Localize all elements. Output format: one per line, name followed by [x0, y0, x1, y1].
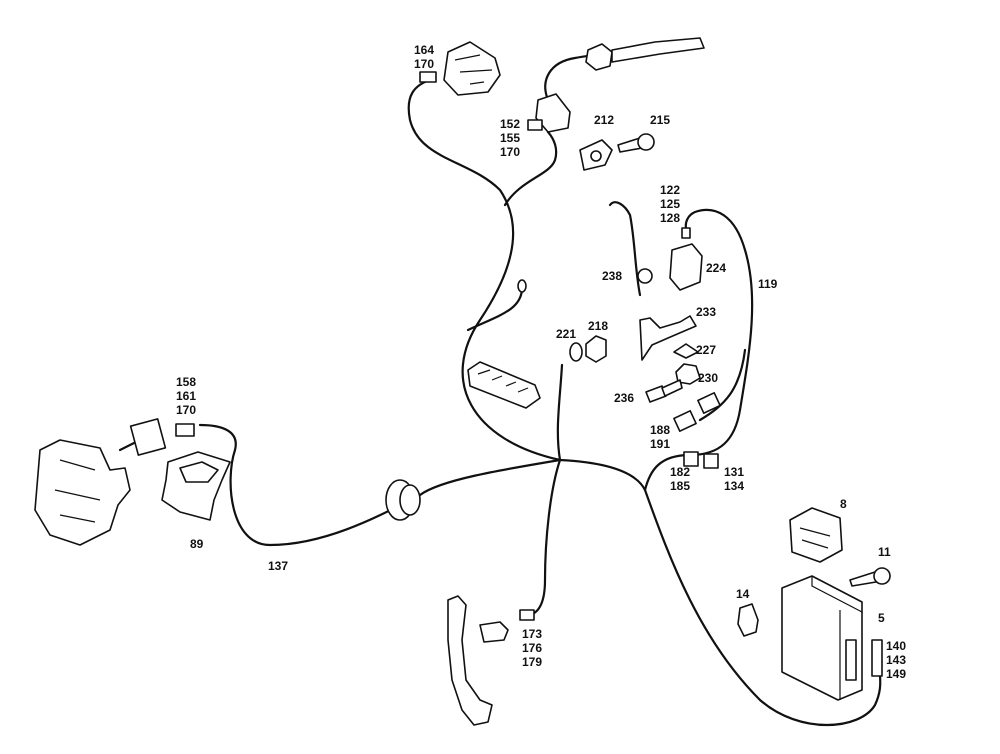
- connector-182: [683, 451, 699, 467]
- callout-173: 173: [522, 627, 542, 641]
- callout-185: 185: [670, 479, 690, 493]
- bracket-212: [579, 139, 613, 171]
- screw-215: [617, 133, 655, 153]
- control-module-5: [781, 575, 883, 701]
- ring-221: [569, 342, 583, 362]
- wire-to-ring-221: [556, 363, 564, 462]
- connector-131: [703, 453, 719, 469]
- callout-14: 14: [736, 587, 750, 601]
- wiring-harness: [198, 50, 882, 727]
- callout-170: 170: [414, 57, 434, 71]
- screw-11: [849, 567, 891, 587]
- callout-188: 188: [650, 423, 670, 437]
- callout-164: 164: [414, 43, 434, 57]
- nut-227: [673, 343, 699, 359]
- bolt-236: [645, 379, 683, 403]
- callout-179: 179: [522, 655, 542, 669]
- callout-170: 170: [176, 403, 196, 417]
- callout-230: 230: [698, 371, 718, 385]
- connector-188-b: [697, 392, 721, 414]
- wire-137: [198, 423, 562, 547]
- callout-182: 182: [670, 465, 690, 479]
- relay-socket-8: [789, 507, 843, 563]
- callout-134: 134: [724, 479, 744, 493]
- callout-89: 89: [190, 537, 204, 551]
- fuse-block: [467, 361, 541, 409]
- clip-14: [737, 603, 759, 637]
- actuator: [34, 418, 195, 546]
- callout-11: 11: [878, 545, 891, 559]
- callout-140: 140: [886, 639, 906, 653]
- callout-155: 155: [500, 131, 520, 145]
- callout-152: 152: [500, 117, 520, 131]
- callout-170: 170: [500, 145, 520, 159]
- wire-to-connector-164: [407, 78, 562, 462]
- callout-238: 238: [602, 269, 622, 283]
- callout-131: 131: [724, 465, 744, 479]
- switch-plug: [585, 37, 705, 71]
- wire-to-connector-188: [698, 348, 747, 422]
- callout-8: 8: [840, 497, 847, 511]
- callout-143: 143: [886, 653, 906, 667]
- callout-128: 128: [660, 211, 680, 225]
- callout-158: 158: [176, 375, 196, 389]
- callout-122: 122: [660, 183, 680, 197]
- connector-188: [673, 410, 697, 432]
- bracket-233: [639, 315, 697, 361]
- eyelet: [517, 279, 527, 293]
- wire-to-control-module: [643, 488, 882, 727]
- callout-212: 212: [594, 113, 614, 127]
- callout-149: 149: [886, 667, 906, 681]
- wire-to-eyelet: [466, 288, 524, 332]
- callout-137: 137: [268, 559, 288, 573]
- wire-to-connector-152: [503, 130, 558, 207]
- wire-to-connector-173: [528, 458, 562, 617]
- callout-191: 191: [650, 437, 670, 451]
- callout-233: 233: [696, 305, 716, 319]
- rod-238: [608, 201, 653, 297]
- wiper-stalk: [447, 595, 535, 726]
- connector-164: [419, 41, 501, 96]
- callout-236: 236: [614, 391, 634, 405]
- callout-215: 215: [650, 113, 670, 127]
- relay-224: [669, 227, 703, 291]
- callout-218: 218: [588, 319, 608, 333]
- callout-176: 176: [522, 641, 542, 655]
- nut-218: [585, 335, 607, 363]
- callout-227: 227: [696, 343, 716, 357]
- callout-224: 224: [706, 261, 726, 275]
- callout-125: 125: [660, 197, 680, 211]
- callout-5: 5: [878, 611, 885, 625]
- callout-221: 221: [556, 327, 576, 341]
- callout-161: 161: [176, 389, 196, 403]
- bracket-89: [161, 451, 231, 521]
- connector-152: [527, 93, 571, 133]
- callout-119: 119: [758, 277, 778, 291]
- grommet: [385, 479, 421, 521]
